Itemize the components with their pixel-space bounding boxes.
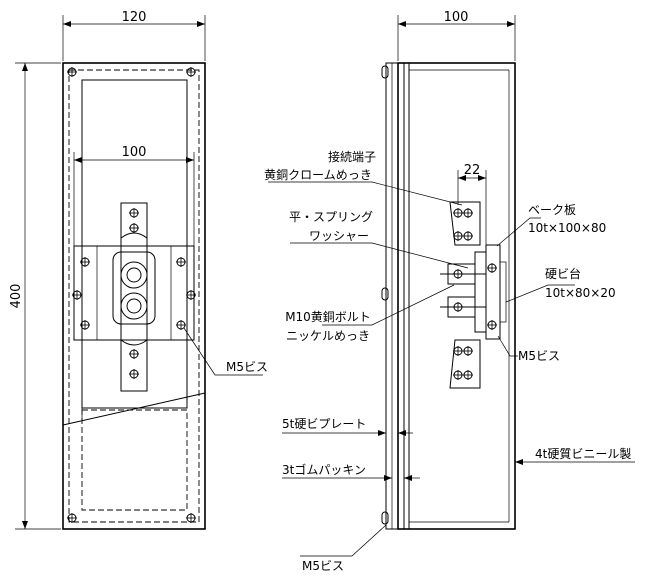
screw-icon: [128, 348, 140, 360]
terminal-callout-1: 接続端子: [328, 149, 376, 164]
washer-callout-2: ワッシャー: [309, 229, 369, 243]
base-callout-1: 硬ビ台: [545, 266, 581, 281]
terminal-gap-dim: 22: [464, 163, 481, 178]
front-height-dim: 400: [9, 284, 24, 309]
screw-icon: [486, 262, 498, 274]
plate-callout: 5t硬ビプレート: [282, 417, 366, 431]
screw-icon: [128, 222, 140, 234]
screw-icon: [66, 66, 78, 78]
terminal-callout-2: 黄銅クロームめっき: [264, 168, 372, 182]
screw-icon: [66, 512, 78, 524]
screw-icon: [462, 369, 474, 381]
front-terminal: [120, 202, 148, 392]
side-width-dim: 100: [444, 10, 469, 25]
front-slant-edge: [62, 392, 206, 426]
front-inner-width-dim: 100: [122, 145, 147, 160]
side-base: [474, 251, 487, 333]
side-view: [268, 15, 635, 557]
screw-icon: [462, 207, 474, 219]
screw-icon: [128, 368, 140, 380]
front-lower-dashed: [81, 409, 188, 511]
bottom-screw-callout: M5ビス: [302, 559, 344, 573]
front-window: [81, 79, 188, 409]
front-view: [15, 15, 263, 530]
side-screw-callout: M5ビス: [518, 349, 560, 363]
gasket-callout: 3tゴムパッキン: [282, 462, 366, 477]
front-width-dim: 120: [122, 10, 147, 25]
screw-icon: [452, 268, 464, 280]
front-dashed-outline: [68, 69, 200, 523]
front-outer-box: [62, 62, 206, 530]
screw-icon: [452, 369, 464, 381]
bolt-callout-2: ニッケルめっき: [286, 329, 370, 343]
bakelite-callout-1: ベーク板: [528, 203, 576, 217]
bakelite-callout-2: 10t×100×80: [528, 221, 606, 235]
screw-icon: [452, 301, 464, 313]
bolt-callout-1: M10黄銅ボルト: [285, 310, 371, 324]
screw-icon: [452, 207, 464, 219]
front-screw-label: M5ビス: [226, 360, 268, 374]
screw-icon: [128, 207, 140, 219]
washer-callout-1: 平・スプリング: [289, 210, 373, 224]
screw-icon: [486, 319, 498, 331]
screw-icon: [185, 512, 197, 524]
screw-icon: [462, 345, 474, 357]
cover-callout: 4t硬質ビニール製: [535, 446, 631, 461]
base-callout-2: 10t×80×20: [545, 286, 616, 300]
screw-icon: [462, 230, 474, 242]
screw-icon: [185, 66, 197, 78]
side-cover-box: [397, 62, 516, 530]
screw-icon: [175, 256, 187, 268]
